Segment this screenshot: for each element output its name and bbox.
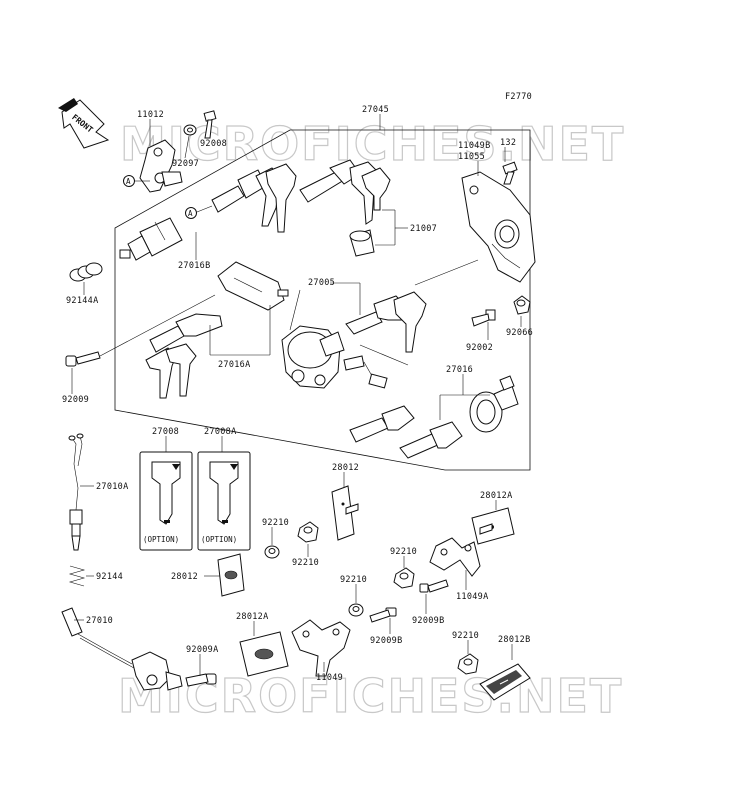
figure-code: F2770 [505, 92, 532, 102]
bracket-11049b [461, 171, 536, 283]
key-27016-2 [399, 421, 463, 459]
nut-92210-a [297, 521, 319, 543]
plate-28012a-right [471, 507, 515, 545]
plate-28012a-left [239, 631, 289, 677]
label-27010: 27010 [86, 616, 113, 626]
washer-92097 [183, 124, 197, 136]
svg-text:A: A [126, 177, 131, 186]
lock-27016 [469, 375, 519, 433]
label-11049a: 11049A [456, 592, 489, 602]
label-92009b-b: 92009B [370, 636, 403, 646]
label-28012a-right: 28012A [480, 491, 513, 501]
key-27016b-2 [265, 163, 297, 233]
label-92097: 92097 [172, 159, 199, 169]
label-11055: 11055 [458, 152, 485, 162]
key-21007-2 [349, 161, 391, 225]
label-21007: 21007 [410, 224, 437, 234]
nut-92210-d [348, 603, 364, 617]
label-92210-e: 92210 [452, 631, 479, 641]
key-27016a-1 [149, 313, 223, 353]
label-11049: 11049 [316, 673, 343, 683]
label-92009: 92009 [62, 395, 89, 405]
ref-marker-a-2: A [185, 207, 197, 219]
plate-28012b [479, 663, 531, 701]
label-132: 132 [500, 138, 516, 148]
label-92210-b: 92210 [262, 518, 289, 528]
label-92144: 92144 [96, 572, 123, 582]
ignition-switch-27005 [281, 325, 388, 389]
label-27008a: 27008A [204, 427, 237, 437]
svg-text:A: A [188, 209, 193, 218]
label-92002: 92002 [466, 343, 493, 353]
label-92210-d: 92210 [340, 575, 367, 585]
switch-27010a [68, 433, 84, 551]
screw-92009 [65, 351, 101, 367]
key-27005-2 [393, 291, 427, 353]
nut-92210-c [393, 567, 415, 589]
nut-92210-b [264, 545, 280, 559]
bracket-11049 [291, 619, 351, 677]
label-28012a-left: 28012A [236, 612, 269, 622]
bracket-11012 [139, 139, 183, 193]
assembly-outline [114, 129, 531, 471]
spring-92144 [68, 565, 86, 587]
label-92210-c: 92210 [390, 547, 417, 557]
label-27005: 27005 [308, 278, 335, 288]
screw-92009a [185, 673, 217, 687]
label-92144a: 92144A [66, 296, 99, 306]
spring-92144a [69, 262, 103, 282]
label-28012b: 28012B [498, 635, 531, 645]
plate-28012 [331, 485, 359, 541]
option-key-27008: (OPTION) [139, 451, 193, 551]
label-92210-a: 92210 [292, 558, 319, 568]
watermark-top: MICROFICHES.NET [120, 117, 625, 171]
bolt-92009b-a [419, 579, 449, 593]
ref-marker-a-1: A [123, 175, 135, 187]
label-27010a: 27010A [96, 482, 129, 492]
label-11012: 11012 [137, 110, 164, 120]
front-arrow-icon: FRONT [58, 98, 110, 149]
label-92009a: 92009A [186, 645, 219, 655]
option-label-27008a: (OPTION) [201, 535, 237, 544]
label-28012: 28012 [332, 463, 359, 473]
bolt-92002 [471, 309, 496, 327]
plate-28012-left [217, 553, 245, 597]
cap-21007 [349, 229, 375, 257]
bolt-92008 [203, 110, 217, 139]
label-11049b: 11049B [458, 141, 491, 151]
key-27016-1 [349, 405, 415, 443]
option-key-27008a: (OPTION) [197, 451, 251, 551]
bolt-132 [502, 161, 518, 185]
cover-27016a [217, 261, 289, 311]
bolt-92009b-b [369, 607, 397, 623]
label-27008: 27008 [152, 427, 179, 437]
nut-92066 [513, 295, 531, 315]
label-27045: 27045 [362, 105, 389, 115]
label-27016b: 27016B [178, 261, 211, 271]
switch-27010 [61, 607, 183, 691]
label-92009b-a: 92009B [412, 616, 445, 626]
switch-cylinder-27016b [119, 217, 183, 261]
label-28012-left: 28012 [171, 572, 198, 582]
label-27016a: 27016A [218, 360, 251, 370]
key-27016a-2 [145, 343, 197, 399]
label-92008: 92008 [200, 139, 227, 149]
bracket-11049a [429, 537, 481, 577]
label-92066: 92066 [506, 328, 533, 338]
option-label-27008: (OPTION) [143, 535, 179, 544]
nut-92210-e [457, 653, 479, 675]
label-27016: 27016 [446, 365, 473, 375]
